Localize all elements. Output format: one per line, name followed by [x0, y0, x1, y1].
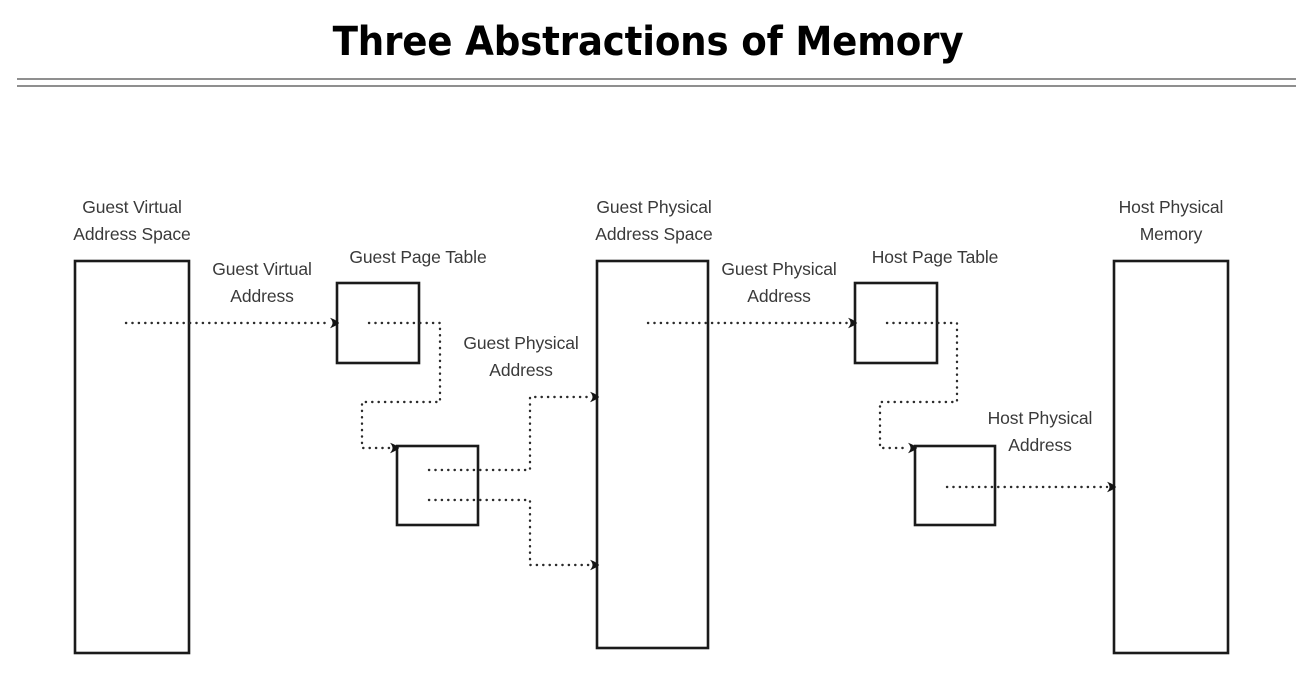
- flow-guest-physical-address-upper: [427, 395, 592, 472]
- guest-physical-address-space-box: [595, 259, 710, 650]
- label-guest-physical-address-mid-line2: Address: [489, 360, 553, 380]
- label-guest-virtual-address-line1: Guest Virtual: [212, 259, 312, 279]
- flow-host-page-table-walk: [878, 321, 959, 450]
- label-guest-physical-address-right-line1: Guest Physical: [721, 259, 836, 279]
- guest-page-table-box-2: [395, 444, 480, 527]
- guest-page-table-box-1: [335, 281, 421, 365]
- title-block: Three Abstractions of Memory: [0, 0, 1296, 92]
- label-guest-virtual-address-line2: Address: [230, 286, 294, 306]
- label-host-physical-memory-line1: Host Physical: [1119, 197, 1224, 217]
- label-host-physical-memory-line2: Memory: [1140, 224, 1203, 244]
- title-rule-bottom: [17, 85, 1296, 87]
- label-host-page-table: Host Page Table: [872, 247, 999, 267]
- page-title: Three Abstractions of Memory: [332, 19, 964, 65]
- label-guest-page-table: Guest Page Table: [349, 247, 486, 267]
- label-guest-physical-address-space-line1: Guest Physical: [596, 197, 711, 217]
- label-guest-virtual-address-space-line2: Address Space: [73, 224, 190, 244]
- host-physical-memory-box: [1112, 259, 1230, 655]
- label-host-physical-address-line1: Host Physical: [988, 408, 1093, 428]
- guest-virtual-address-space-box: [73, 259, 191, 655]
- host-page-table-box-2: [913, 444, 997, 527]
- label-host-physical-address-line2: Address: [1008, 435, 1072, 455]
- label-guest-virtual-address-space-line1: Guest Virtual: [82, 197, 182, 217]
- label-guest-physical-address-mid-line1: Guest Physical: [463, 333, 578, 353]
- title-rule-top: [17, 78, 1296, 80]
- label-guest-physical-address-right-line2: Address: [747, 286, 811, 306]
- flow-guest-physical-address-lower: [427, 498, 592, 567]
- label-guest-physical-address-space-line2: Address Space: [595, 224, 712, 244]
